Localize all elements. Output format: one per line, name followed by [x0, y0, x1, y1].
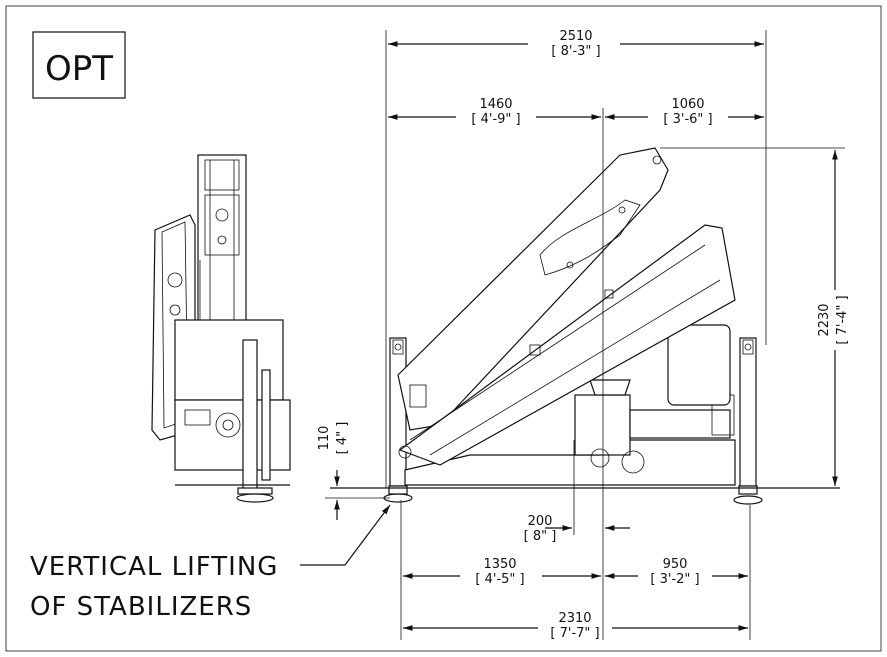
- opt-label-box: OPT: [32, 31, 126, 99]
- crane-front-view: [330, 147, 840, 505]
- dim-left-ftin: [ 4'-9" ]: [471, 112, 520, 127]
- callout-line-1: VERTICAL LIFTING: [30, 552, 278, 582]
- dim-base-overall-mm: 2310: [558, 611, 591, 626]
- dim-overall-ftin: [ 8'-3" ]: [551, 44, 600, 59]
- dim-offset-mm: 200: [528, 514, 553, 529]
- dim-right-mm: 1060: [671, 97, 704, 112]
- sheet-border: [5, 5, 882, 652]
- callout-leader: [300, 504, 391, 566]
- dim-base-split: 1350 [ 4'-5" ] 950 [ 3'-2" ]: [400, 500, 751, 640]
- callout-line-2: OF STABILIZERS: [30, 592, 252, 622]
- crane-side-view: [151, 154, 291, 503]
- dim-base-overall: 2310 [ 7'-7" ]: [403, 611, 748, 641]
- dim-top-split: 1460 [ 4'-9" ] 1060 [ 3'-6" ]: [388, 97, 764, 640]
- opt-label: OPT: [45, 49, 113, 89]
- dim-base-overall-ftin: [ 7'-7" ]: [550, 626, 599, 641]
- dim-lift-ftin: [ 4" ]: [335, 422, 350, 455]
- dim-right-ftin: [ 3'-6" ]: [663, 112, 712, 127]
- dim-lift-mm: 110: [317, 426, 332, 451]
- dim-overall-mm: 2510: [559, 29, 592, 44]
- dim-left-mm: 1460: [479, 97, 512, 112]
- dim-offset-ftin: [ 8" ]: [524, 529, 557, 544]
- dim-base-left-mm: 1350: [483, 557, 516, 572]
- dim-overall-width: 2510 [ 8'-3" ]: [385, 29, 767, 488]
- dim-offset: 200 [ 8" ]: [524, 440, 630, 544]
- dim-base-left-ftin: [ 4'-5" ]: [475, 572, 524, 587]
- dim-height-ftin: [ 7'-4" ]: [835, 295, 850, 344]
- dim-base-right-ftin: [ 3'-2" ]: [650, 572, 699, 587]
- dim-base-right-mm: 950: [663, 557, 688, 572]
- dim-height: 2230 [ 7'-4" ]: [660, 147, 850, 486]
- dim-height-mm: 2230: [817, 303, 832, 336]
- dim-lift: 110 [ 4" ]: [317, 422, 390, 520]
